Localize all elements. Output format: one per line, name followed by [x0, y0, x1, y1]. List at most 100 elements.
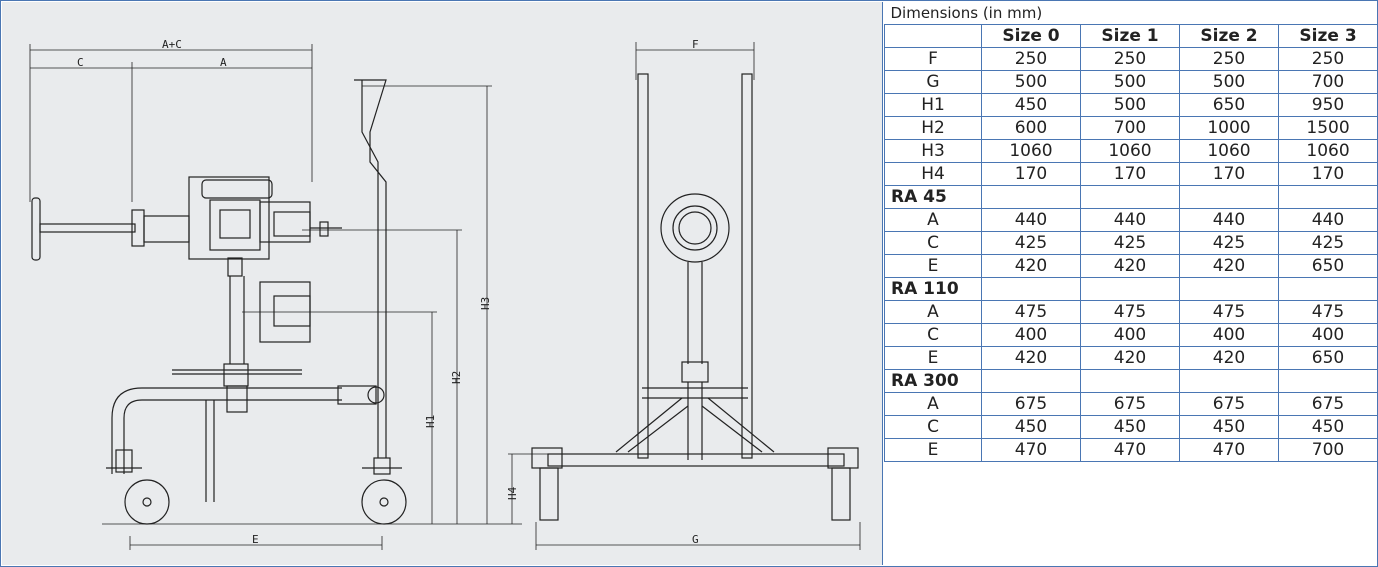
table-cell: 700: [1277, 438, 1378, 462]
label-h4: H4: [506, 486, 519, 500]
table-cell: 675: [1179, 392, 1279, 416]
label-a-plus-c: A+C: [162, 38, 182, 51]
table-cell: 450: [1277, 415, 1378, 439]
row-label: E: [884, 438, 982, 462]
group-header-row: RA 45: [884, 185, 1378, 209]
table-cell: 1000: [1179, 116, 1279, 140]
empty-cell: [1277, 185, 1378, 209]
table-cell: 700: [1277, 70, 1378, 94]
table-cell: 250: [981, 47, 1081, 71]
table-cell: 170: [1277, 162, 1378, 186]
technical-drawing: A+C C A E H3 H2 H1: [2, 2, 883, 565]
dimensions-table-panel: Dimensions (in mm) Size 0 Size 1 Size 2 …: [884, 2, 1378, 565]
empty-cell: [1080, 185, 1180, 209]
side-view-mixer: [31, 79, 407, 525]
column-header: Size 1: [1080, 24, 1180, 48]
dimensions-table: Dimensions (in mm) Size 0 Size 1 Size 2 …: [884, 2, 1378, 462]
table-cell: 420: [981, 254, 1081, 278]
column-header: Size 2: [1179, 24, 1279, 48]
row-label: A: [884, 208, 982, 232]
table-cell: 420: [1080, 254, 1180, 278]
row-label: A: [884, 300, 982, 324]
table-cell: 425: [1080, 231, 1180, 255]
drawing-svg: A+C C A E H3 H2 H1: [29, 38, 861, 550]
table-cell: 400: [981, 323, 1081, 347]
label-h2: H2: [450, 371, 463, 384]
empty-cell: [1277, 369, 1378, 393]
table-cell: 170: [981, 162, 1081, 186]
table-cell: 250: [1277, 47, 1378, 71]
table-cell: 450: [981, 415, 1081, 439]
table-cell: 1060: [1179, 139, 1279, 163]
table-cell: 450: [981, 93, 1081, 117]
table-cell: 250: [1179, 47, 1279, 71]
table-cell: 500: [981, 70, 1081, 94]
table-cell: 250: [1080, 47, 1180, 71]
group-label: RA 110: [884, 277, 982, 301]
table-cell: 400: [1179, 323, 1279, 347]
table-cell: 650: [1277, 254, 1378, 278]
row-label: E: [884, 254, 982, 278]
table-cell: 500: [1080, 93, 1180, 117]
table-cell: 1060: [1080, 139, 1180, 163]
table-cell: 700: [1080, 116, 1180, 140]
table-cell: 400: [1080, 323, 1180, 347]
label-g: G: [692, 533, 699, 546]
empty-cell: [1179, 185, 1279, 209]
table-cell: 675: [1277, 392, 1378, 416]
table-cell: 440: [1080, 208, 1180, 232]
empty-cell: [981, 369, 1081, 393]
front-view-dimensions: [508, 42, 861, 550]
row-label: H1: [884, 93, 982, 117]
table-cell: 475: [1179, 300, 1279, 324]
table-cell: 170: [1179, 162, 1279, 186]
row-label: A: [884, 392, 982, 416]
label-f: F: [692, 38, 699, 51]
table-cell: 420: [981, 346, 1081, 370]
table-cell: 650: [1277, 346, 1378, 370]
table-cell: 450: [1179, 415, 1279, 439]
table-cell: 650: [1179, 93, 1279, 117]
side-view-dimensions: [29, 44, 522, 550]
column-header: Size 0: [981, 24, 1081, 48]
empty-cell: [1179, 277, 1279, 301]
table-cell: 440: [1179, 208, 1279, 232]
table-cell: 470: [1179, 438, 1279, 462]
group-header-row: RA 300: [884, 369, 1378, 393]
table-cell: 675: [1080, 392, 1180, 416]
row-label: G: [884, 70, 982, 94]
table-cell: 450: [1080, 415, 1180, 439]
table-cell: 425: [1277, 231, 1378, 255]
table-cell: 400: [1277, 323, 1378, 347]
table-cell: 420: [1179, 346, 1279, 370]
table-cell: 470: [1080, 438, 1180, 462]
table-cell: 425: [981, 231, 1081, 255]
table-cell: 1500: [1277, 116, 1378, 140]
table-cell: 470: [981, 438, 1081, 462]
table-cell: 475: [1277, 300, 1378, 324]
label-h1: H1: [424, 415, 437, 428]
table-caption-row: Dimensions (in mm): [884, 2, 1378, 25]
table-cell: 600: [981, 116, 1081, 140]
table-cell: 420: [1080, 346, 1180, 370]
group-label: RA 300: [884, 369, 982, 393]
table-cell: 675: [981, 392, 1081, 416]
row-label: H4: [884, 162, 982, 186]
empty-cell: [981, 277, 1081, 301]
table-cell: 420: [1179, 254, 1279, 278]
row-label: C: [884, 231, 982, 255]
